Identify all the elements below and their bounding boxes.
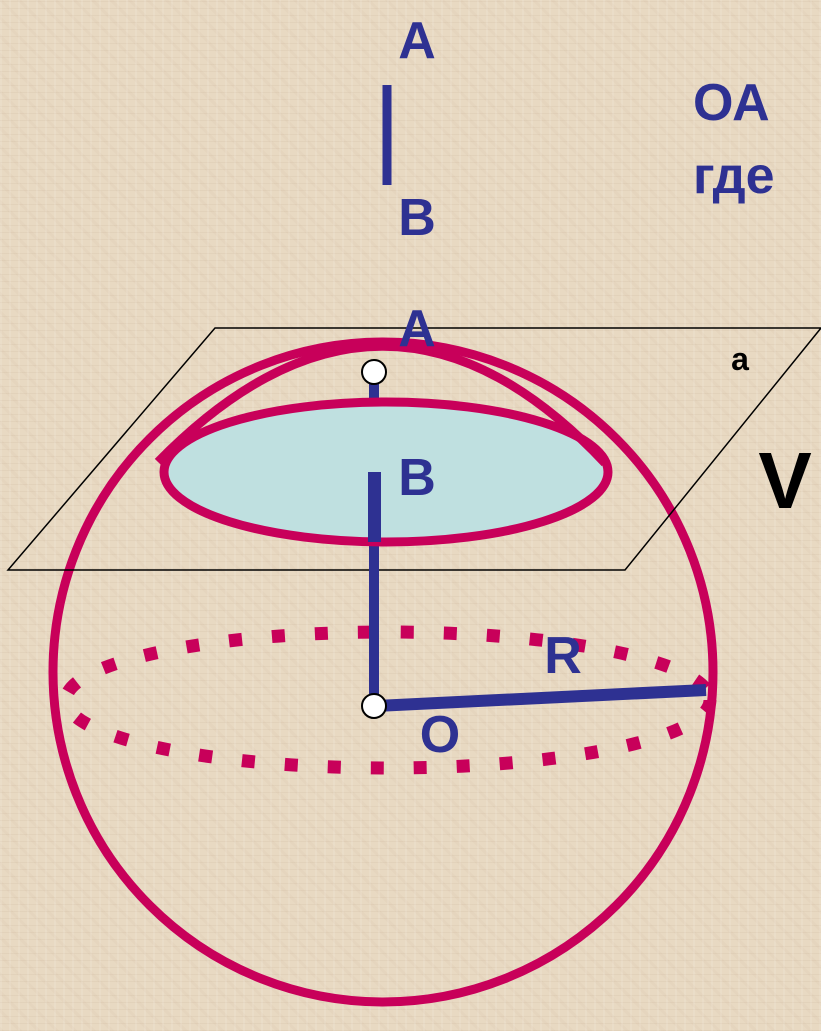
text-oa: ОА [693,74,770,132]
section-circle [159,397,613,547]
label-top-b: B [398,189,436,247]
radius-line [375,684,707,712]
cutting-plane [6,327,821,571]
cap-arc [154,341,609,467]
label-radius: R [544,627,582,685]
sphere-equator [59,625,717,775]
axis-segment-visible [368,472,381,542]
point-a [361,359,387,385]
label-volume-v: V [758,436,811,525]
text-gde: где [693,147,775,205]
label-center-o: O [420,706,460,764]
label-section-b: B [398,449,436,507]
point-o [361,693,387,719]
label-plane-a: A [398,300,436,358]
label-top-a: A [398,12,436,70]
label-plane-name: a [731,341,749,377]
